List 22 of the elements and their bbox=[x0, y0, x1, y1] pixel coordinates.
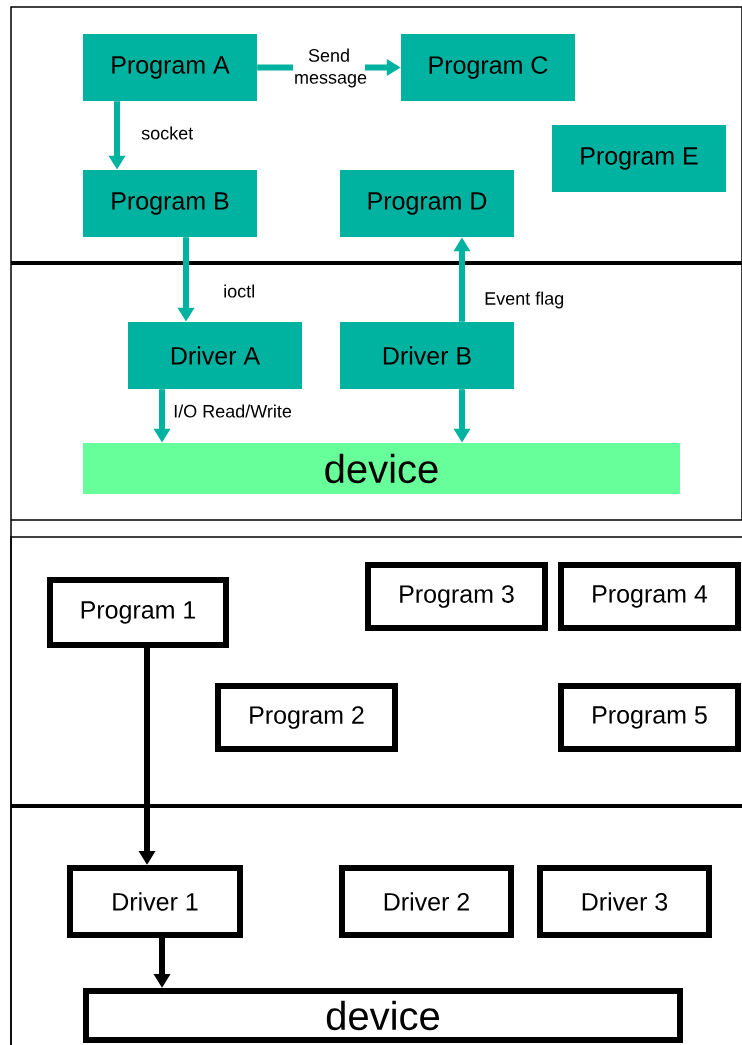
program-box: Program C bbox=[401, 34, 575, 101]
edge-label: socket bbox=[140, 125, 195, 141]
program-box: Program A bbox=[83, 34, 257, 101]
program-box: Driver 1 bbox=[67, 865, 243, 938]
program-box: Driver A bbox=[128, 322, 302, 389]
program-box: Program B bbox=[83, 170, 257, 237]
device-bar: device bbox=[83, 443, 680, 494]
program-box: Program 3 bbox=[365, 562, 548, 631]
program-box: Program D bbox=[340, 170, 514, 237]
program-box: Program 5 bbox=[558, 683, 741, 752]
edge-label: Send message bbox=[293, 47, 367, 89]
program-box: Program 1 bbox=[47, 577, 229, 648]
program-box: Driver 3 bbox=[537, 865, 712, 938]
device-bar: device bbox=[83, 988, 683, 1043]
program-box: Driver B bbox=[340, 322, 514, 389]
program-box: Program 2 bbox=[215, 683, 398, 752]
edge-label: ioctl bbox=[222, 283, 257, 299]
program-box: Driver 2 bbox=[339, 865, 514, 938]
program-box: Program 4 bbox=[558, 562, 741, 631]
edge-label: Event flag bbox=[483, 290, 566, 310]
edge-label: I/O Read/Write bbox=[172, 403, 293, 419]
program-box: Program E bbox=[552, 125, 726, 192]
